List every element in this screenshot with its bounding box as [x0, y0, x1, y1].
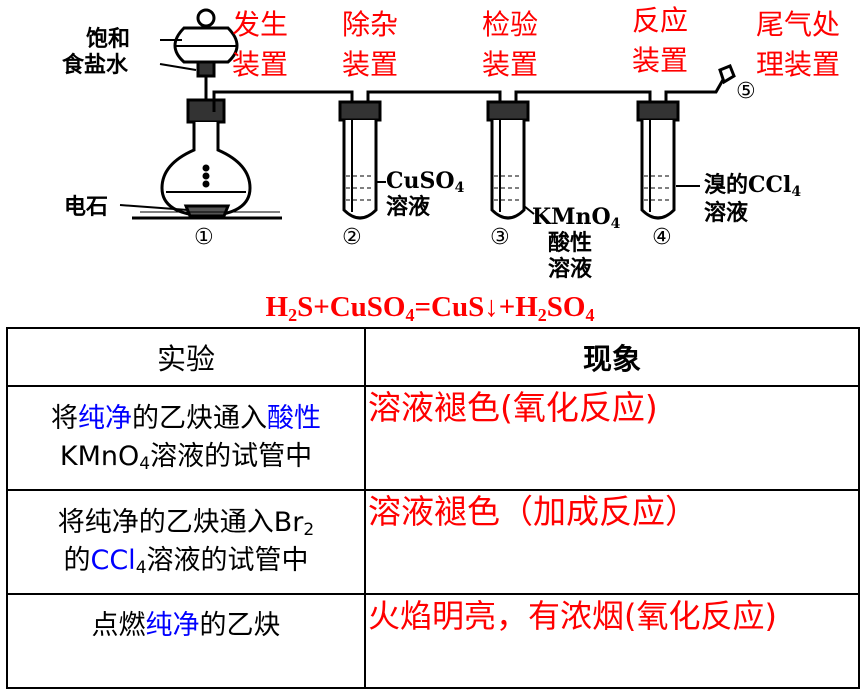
- flask: [132, 98, 282, 220]
- test-tube-2: [338, 100, 382, 220]
- reaction-equation: H2S+CuSO4=CuS↓+H2SO4: [265, 291, 595, 325]
- header-experiment: 实验: [6, 327, 366, 387]
- label-3: ③: [490, 225, 510, 250]
- label-4: ④: [652, 225, 672, 250]
- test-tube-3: [486, 100, 530, 220]
- stage-purification-label: 除杂装置: [342, 8, 398, 81]
- table-header-row: 实验 现象: [6, 327, 860, 387]
- phenomenon-cell: 火焰明亮，有浓烟(氧化反应): [364, 593, 860, 689]
- stage-reaction-label: 反应装置: [632, 4, 688, 77]
- header-phenomenon: 现象: [364, 327, 860, 387]
- apparatus-diagram: 发生装置 除杂装置 检验装置 反应装置 尾气处理装置 饱和食盐水 电石 CuSO…: [62, 4, 840, 282]
- stage-detection-label: 检验装置: [482, 8, 538, 81]
- label-5: ⑤: [736, 79, 756, 104]
- label-1: ①: [194, 225, 214, 250]
- stage-exhaust-label: 尾气处理装置: [756, 8, 840, 81]
- experiment-cell: 点燃纯净的乙炔: [6, 593, 366, 689]
- label-2: ②: [342, 225, 362, 250]
- carbide-label: 电石: [64, 194, 108, 220]
- table-row: 点燃纯净的乙炔 火焰明亮，有浓烟(氧化反应): [6, 593, 860, 689]
- test-tube-4: [636, 100, 680, 220]
- phenomenon-cell: 溶液褪色（加成反应）: [364, 489, 860, 595]
- stage-generation-label: 发生装置: [232, 8, 288, 81]
- brine-label: 饱和食盐水: [62, 26, 130, 78]
- phenomenon-cell: 溶液褪色(氧化反应): [364, 385, 860, 491]
